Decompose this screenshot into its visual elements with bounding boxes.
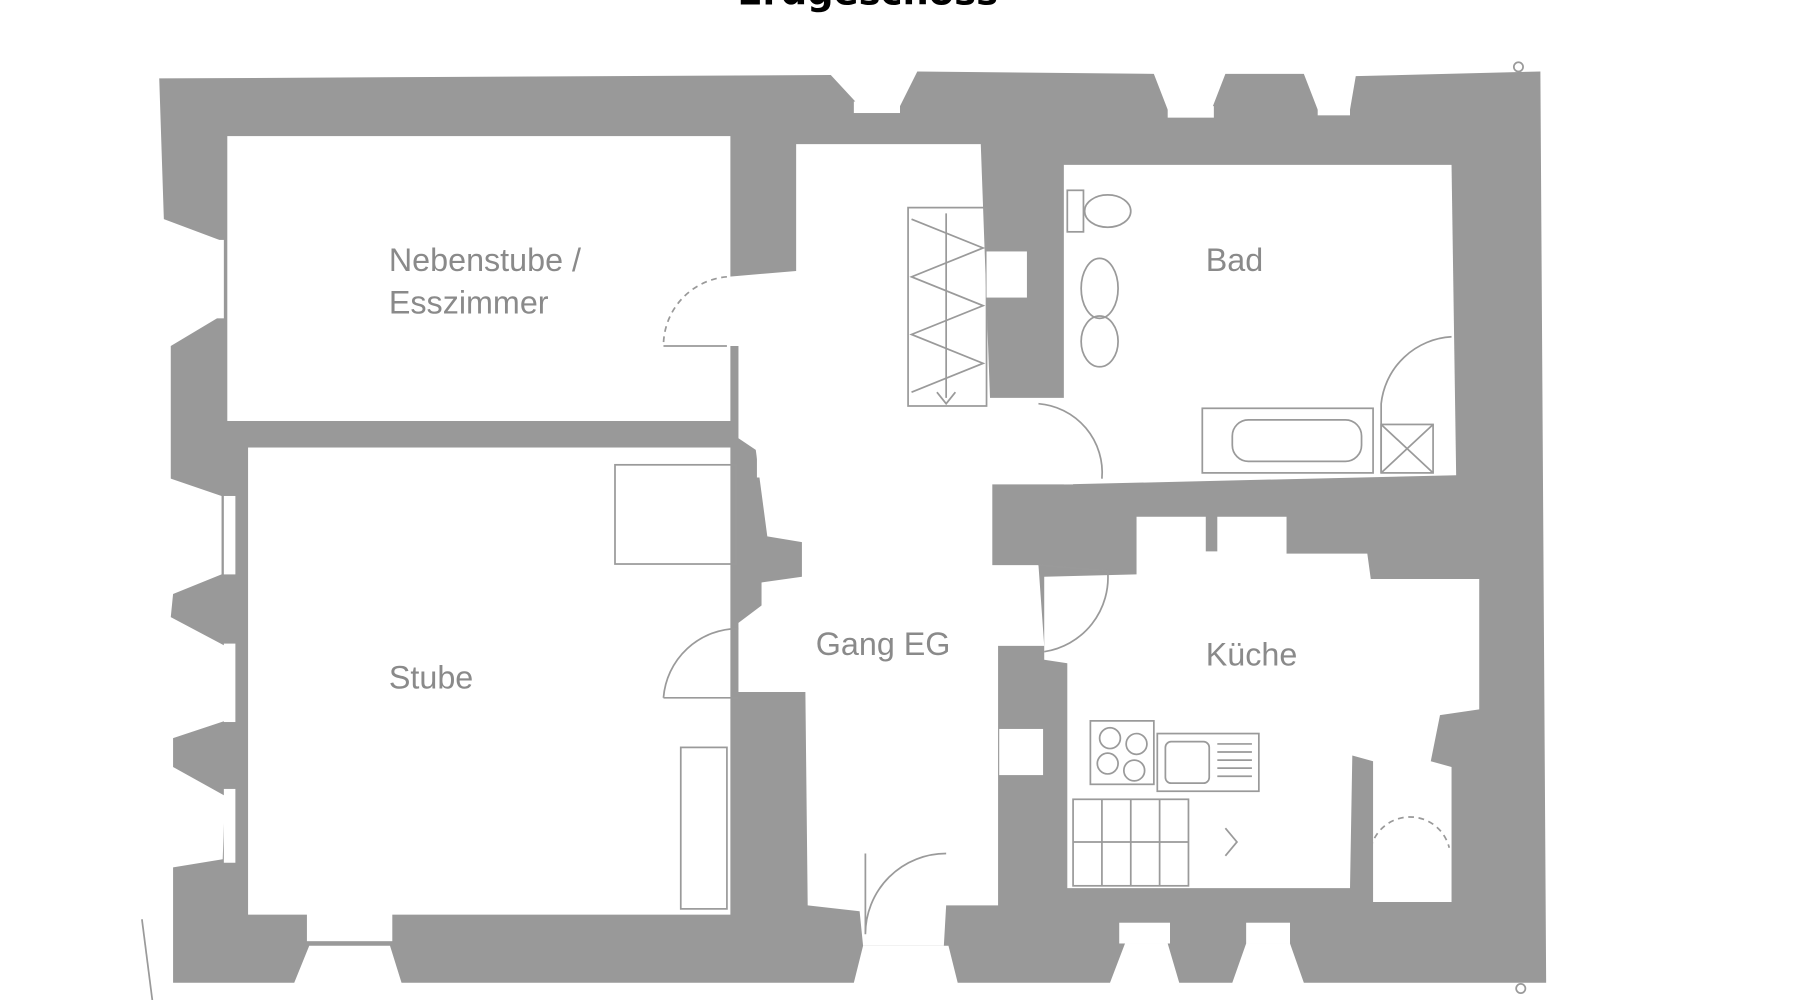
stube-furniture [614,449,785,910]
room-stube [248,447,731,915]
label-bad: Bad [1206,242,1263,278]
label-stube: Stube [389,660,473,696]
label-nebenstube-2: Esszimmer [389,285,549,321]
windows [214,101,1350,944]
kitchen-fixtures [999,720,1260,887]
room-nebenstube [227,136,731,421]
label-kueche: Küche [1206,637,1298,673]
doors [662,275,1452,935]
stair [907,206,1027,407]
label-gang: Gang EG [816,626,951,662]
room-bad [1063,164,1457,485]
corner-markers [141,61,1527,1000]
bathroom-fixtures [1066,189,1434,474]
plan-title: Erdgeschoss [737,0,998,14]
room-kueche [1044,516,1480,902]
label-nebenstube-1: Nebenstube / [389,242,581,278]
